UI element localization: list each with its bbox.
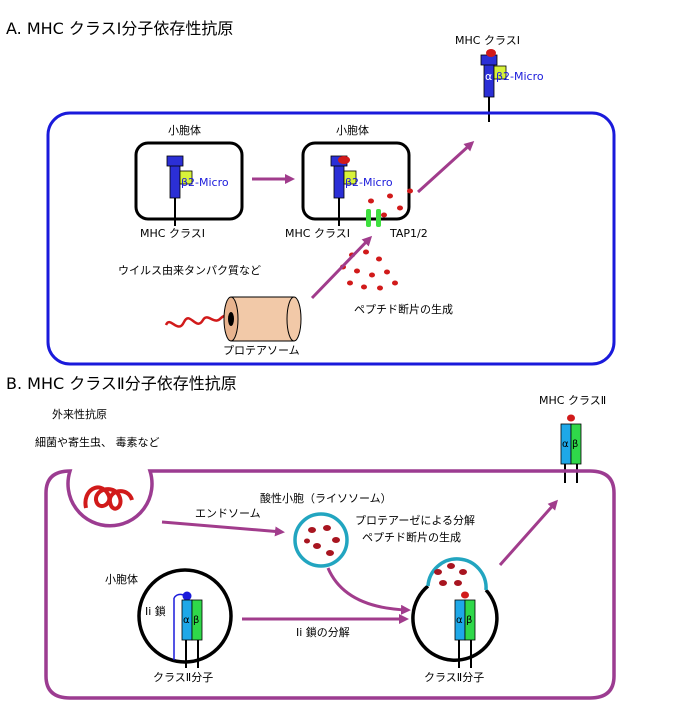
proteasome bbox=[223, 296, 302, 342]
peptides-in-er bbox=[368, 188, 413, 218]
mhc2-surface-beta: β bbox=[572, 439, 578, 450]
mhc2-surface-label: MHC クラスⅡ bbox=[539, 394, 606, 407]
mhc1-surface-alpha: α bbox=[485, 70, 492, 83]
mhc1-surface-label: MHC クラスⅠ bbox=[455, 34, 520, 47]
beta2-label-a1: β2-Micro bbox=[181, 176, 229, 189]
class2-label-left: クラスⅡ分子 bbox=[153, 671, 213, 684]
ii-degradation-label: Ii 鎖の分解 bbox=[296, 625, 350, 639]
bacteria-antigen bbox=[83, 485, 134, 511]
er-box-a1 bbox=[134, 141, 244, 221]
arrow-fusion-to-surface bbox=[498, 499, 558, 566]
examples-label: 細菌や寄生虫、 毒素など bbox=[35, 435, 160, 449]
tap-label: TAP1/2 bbox=[389, 227, 428, 240]
cell-membrane-a bbox=[46, 111, 616, 366]
endosome-label: エンドソーム bbox=[195, 507, 261, 520]
mhc2-right-alpha: α bbox=[456, 615, 463, 626]
protease-label: プロテアーゼによる分解 bbox=[355, 513, 475, 527]
mhc1-label-a1: MHC クラスⅠ bbox=[140, 227, 205, 240]
mhc1-surface-molecule bbox=[480, 49, 507, 122]
er-fusion-vesicle bbox=[411, 557, 499, 662]
proteasome-label: プロテアソーム bbox=[223, 344, 300, 357]
mhc1-empty-molecule bbox=[166, 155, 193, 226]
fusion-peptides bbox=[434, 563, 467, 586]
tap-transporter bbox=[366, 209, 381, 227]
section-a-title: A. MHC クラスⅠ分子依存性抗原 bbox=[6, 19, 233, 38]
mhc2-surface-alpha: α bbox=[562, 439, 569, 450]
beta2-label-a2: β2-Micro bbox=[345, 176, 393, 189]
mhc1-surface-beta2: β2-Micro bbox=[496, 70, 544, 83]
protein-label: ウイルス由来タンパク質など bbox=[118, 263, 261, 277]
er-label-b: 小胞体 bbox=[105, 572, 138, 586]
exogenous-label: 外来性抗原 bbox=[52, 407, 107, 421]
peptide-label-b: ペプチド断片の生成 bbox=[362, 530, 461, 544]
peptide-fragments-a bbox=[340, 249, 398, 291]
peptide-label-a: ペプチド断片の生成 bbox=[354, 302, 453, 316]
lysosome-peptides bbox=[304, 525, 340, 556]
mhc2-left-beta: β bbox=[193, 615, 199, 626]
cell-membrane-b bbox=[44, 469, 616, 700]
arrow-lysosome-to-fusion bbox=[326, 567, 411, 615]
section-b-title: B. MHC クラスⅡ分子依存性抗原 bbox=[6, 374, 237, 393]
mhc2-surface-molecule bbox=[560, 414, 582, 483]
arrow-endosome-to-lysosome bbox=[161, 520, 285, 537]
mhc2-with-ii-molecule bbox=[173, 591, 203, 668]
arrow-er2-to-surface bbox=[416, 140, 475, 194]
arrow-proteasome-to-tap bbox=[310, 235, 373, 300]
lysosome bbox=[293, 512, 349, 568]
class2-label-right: クラスⅡ分子 bbox=[424, 671, 484, 684]
mhc2-loaded-molecule bbox=[454, 591, 476, 668]
er-label-a1: 小胞体 bbox=[168, 123, 201, 137]
mhc1-label-a2: MHC クラスⅠ bbox=[285, 227, 350, 240]
mhc2-right-beta: β bbox=[466, 615, 472, 626]
er-box-a2 bbox=[301, 141, 411, 221]
mhc1-loaded-molecule bbox=[330, 155, 357, 226]
er-label-a2: 小胞体 bbox=[336, 123, 369, 137]
ii-label: Ii 鎖 bbox=[145, 604, 166, 618]
lysosome-label: 酸性小胞（ライソソーム） bbox=[260, 491, 392, 505]
mhc2-left-alpha: α bbox=[183, 615, 190, 626]
